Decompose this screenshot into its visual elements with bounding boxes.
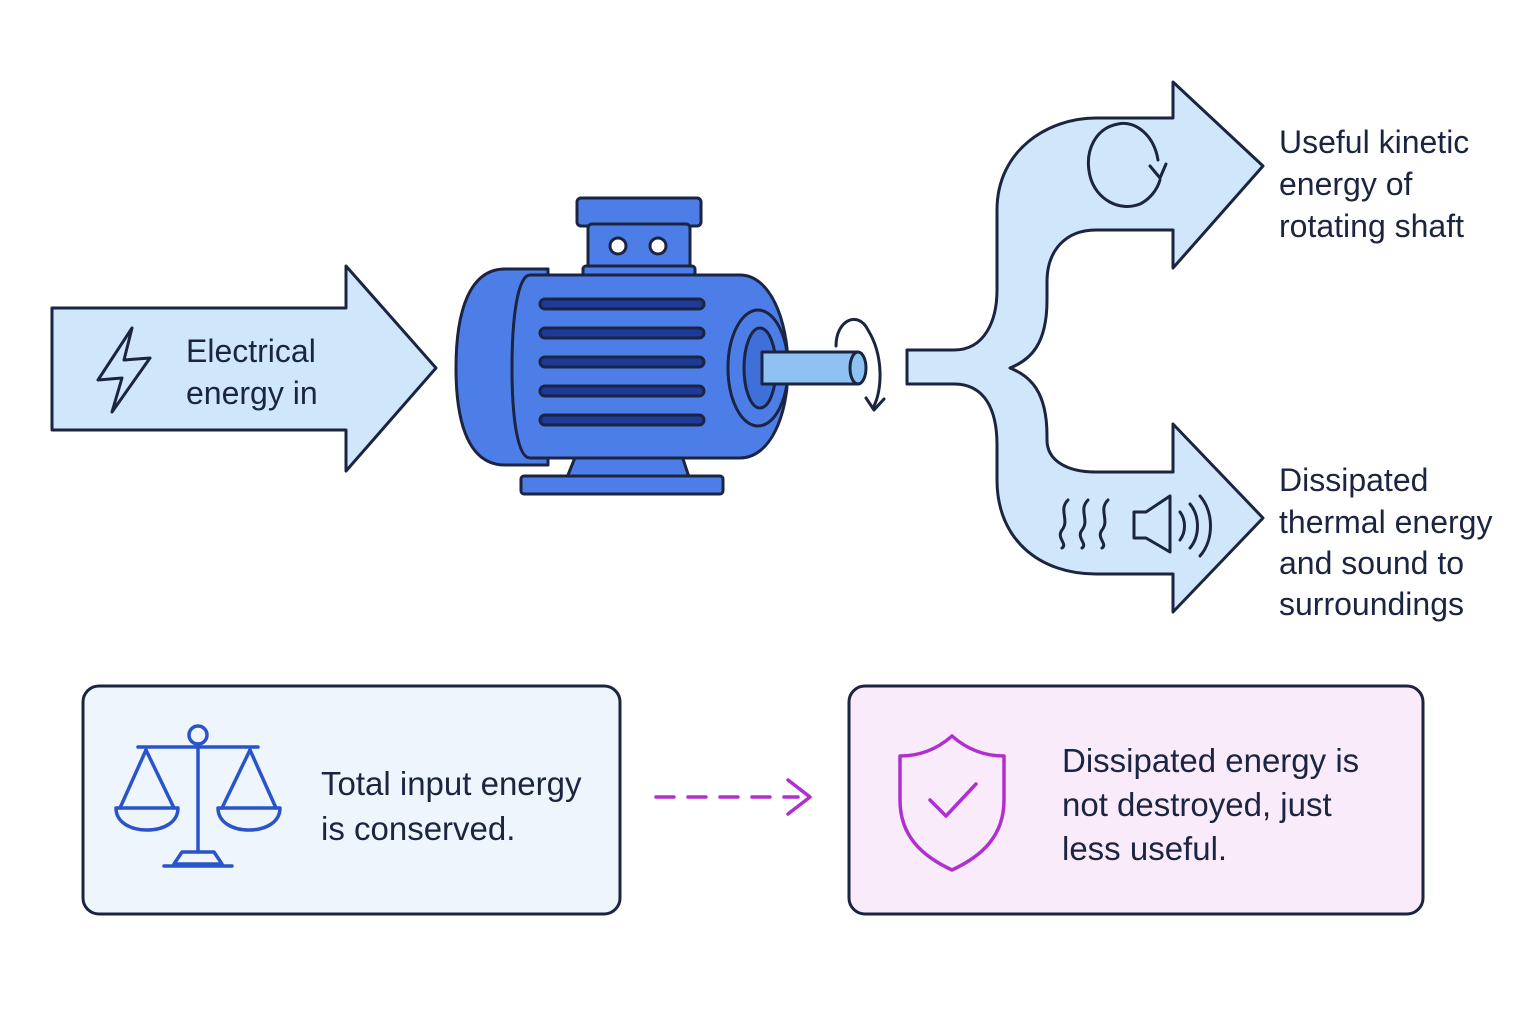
conserved-text-line1: Total input energy (321, 765, 582, 802)
dissipated-label-line1: Dissipated (1279, 462, 1428, 498)
input-label-line1: Electrical (186, 333, 316, 369)
dissipated-label-line2: thermal energy (1279, 504, 1492, 540)
useful-output-label: Useful kinetic energy of rotating shaft (1279, 124, 1469, 244)
conserved-text-line2: is conserved. (321, 810, 515, 847)
input-label-line2: energy in (186, 375, 318, 411)
useful-label-line3: rotating shaft (1279, 208, 1464, 244)
speaker-sound-icon (1132, 494, 1212, 558)
shield-check-icon (898, 734, 1006, 872)
connector-dashed-arrow (654, 778, 812, 816)
electric-motor-icon (454, 196, 868, 496)
dissipated-label-line4: surroundings (1279, 586, 1464, 622)
input-energy-arrow: Electrical energy in (50, 264, 438, 473)
output-split-arrow (905, 80, 1265, 614)
dissipated-output-label: Dissipated thermal energy and sound to s… (1279, 462, 1492, 622)
conserved-box: Total input energy is conserved. (81, 684, 622, 916)
dissipated-box-text-line2: not destroyed, just (1062, 786, 1332, 823)
rotation-cycle-icon (1087, 121, 1168, 208)
rotation-arrow-icon (834, 317, 886, 412)
dissipated-box: Dissipated energy is not destroyed, just… (847, 684, 1425, 916)
useful-label-line1: Useful kinetic (1279, 124, 1469, 160)
heat-waves-icon (1058, 498, 1110, 550)
motor-cooling-fins (538, 297, 706, 427)
lightning-bolt-icon (96, 326, 152, 414)
balance-scale-icon (114, 724, 282, 868)
dissipated-label-line3: and sound to (1279, 545, 1464, 581)
useful-label-line2: energy of (1279, 166, 1413, 202)
dissipated-box-text-line1: Dissipated energy is (1062, 742, 1359, 779)
dissipated-box-text-line3: less useful. (1062, 830, 1227, 867)
